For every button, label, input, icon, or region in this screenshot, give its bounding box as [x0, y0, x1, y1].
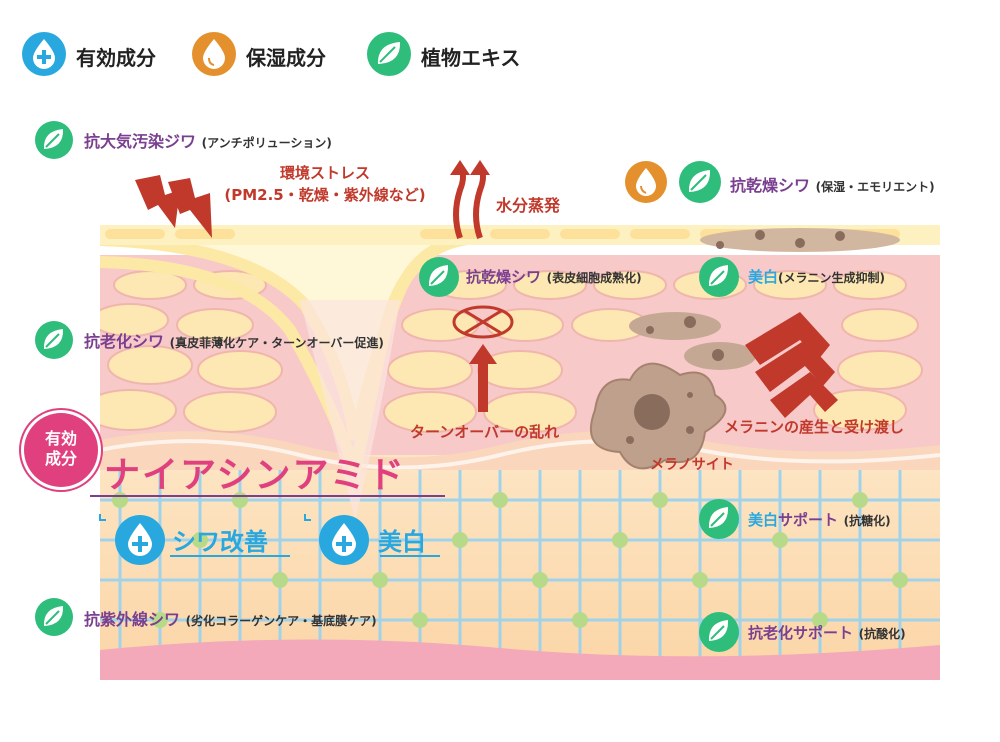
plus-drop-icon	[115, 515, 165, 565]
melanin-transfer-arrows	[745, 312, 838, 418]
leaf-icon	[699, 612, 739, 652]
wrinkle-improvement-label: シワ改善	[172, 528, 268, 556]
melanocyte-label: メラノサイト	[650, 457, 734, 473]
legend-plant-label: 植物エキス	[421, 46, 521, 70]
leaf-icon	[699, 499, 739, 539]
leaf-icon	[35, 321, 73, 359]
whitening-label: 美白(メラニン生成抑制)	[748, 268, 885, 286]
legend: 有効成分 保湿成分 植物エキス	[20, 30, 540, 80]
whitening-benefit-label: 美白	[378, 528, 426, 556]
anti-uv-wrinkle-label: 抗紫外線シワ (劣化コラーゲンケア・基底膜ケア)	[84, 610, 377, 629]
leaf-icon	[699, 257, 739, 297]
anti-dry-wrinkle-top-label: 抗乾燥シワ (保湿・エモリエント)	[730, 176, 935, 195]
melanin-production-label: メラニンの産生と受け渡し	[724, 418, 905, 436]
anti-dry-wrinkle-mid-label: 抗乾燥シワ (表皮細胞成熟化)	[466, 268, 642, 286]
turnover-blocked-mark	[452, 305, 514, 339]
plus-drop-icon	[22, 32, 66, 76]
leaf-icon	[35, 598, 73, 636]
leaf-icon	[419, 257, 459, 297]
drop-icon	[625, 161, 667, 203]
water-evaporation-label: 水分蒸発	[496, 196, 561, 215]
drop-icon	[192, 32, 236, 76]
environmental-stress-label: 環境ストレス (PM2.5・乾燥・紫外線など)	[224, 164, 426, 204]
turnover-disruption-label: ターンオーバーの乱れ	[410, 423, 560, 441]
legend-moisture-label: 保湿成分	[246, 46, 326, 70]
anti-aging-wrinkle-label: 抗老化シワ (真皮菲薄化ケア・ターンオーバー促進)	[84, 332, 384, 351]
niacinamide-title: ナイアシンアミド	[104, 455, 406, 496]
leaf-icon	[35, 121, 73, 159]
anti-pollution-wrinkle-label: 抗大気汚染ジワ (アンチポリューション)	[84, 132, 332, 151]
plus-drop-icon	[319, 515, 369, 565]
anti-aging-support-label: 抗老化サポート (抗酸化)	[748, 624, 906, 642]
legend-active-label: 有効成分	[76, 46, 156, 70]
whitening-support-label: 美白サポート (抗糖化)	[748, 511, 891, 529]
lightning-icon	[135, 175, 212, 238]
turnover-up-arrow	[469, 344, 497, 412]
leaf-icon	[367, 32, 411, 76]
leaf-icon	[679, 161, 721, 203]
active-ingredient-badge: 有効 成分	[24, 413, 98, 487]
